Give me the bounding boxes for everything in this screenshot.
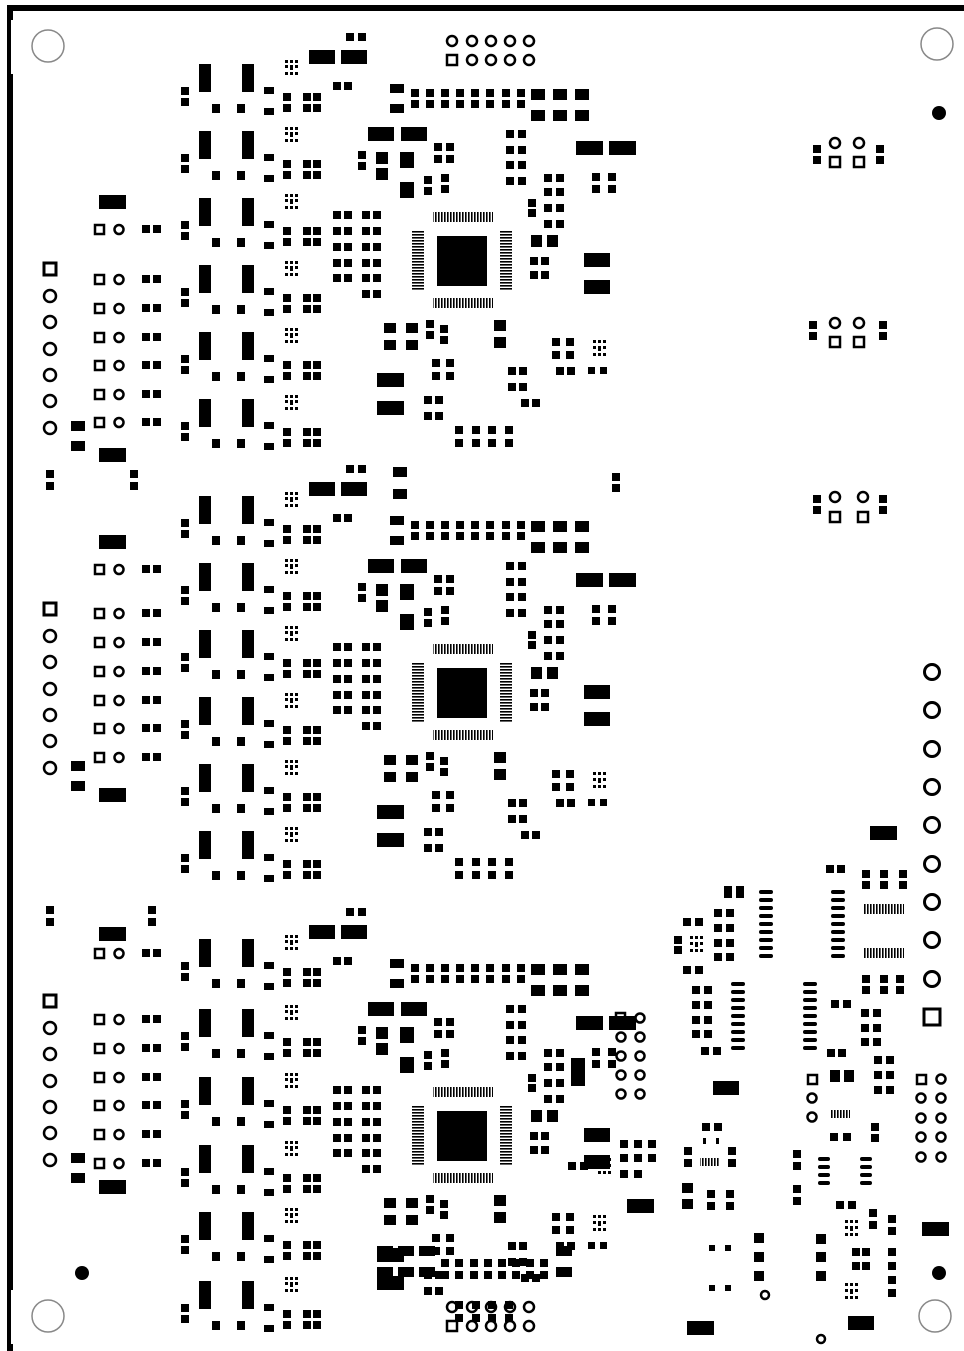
left-7pin-connector-1 bbox=[42, 193, 163, 490]
mounting-hole-top-left bbox=[31, 29, 65, 63]
left-7pin-connector-3 bbox=[42, 925, 163, 1196]
top-2x5-header bbox=[445, 34, 536, 67]
mounting-hole-top-right bbox=[920, 27, 954, 61]
board-outline bbox=[7, 5, 964, 1351]
channel-2 bbox=[181, 465, 636, 882]
mounting-hole-bottom-right bbox=[918, 1299, 952, 1333]
left-7pin-connector-2 bbox=[42, 533, 163, 804]
right-upper-pins bbox=[809, 136, 887, 524]
fiducial-bottom-right bbox=[932, 1266, 946, 1280]
fiducial-bottom-left bbox=[75, 1266, 89, 1280]
qfp-1 bbox=[412, 212, 512, 308]
driver-column-1 bbox=[181, 60, 321, 450]
qfp-2 bbox=[412, 644, 512, 740]
fiducial-top-right bbox=[932, 106, 946, 120]
right-10pin-connector bbox=[922, 663, 942, 1027]
driver-column-2 bbox=[181, 492, 321, 882]
dual-3x2-header-middle bbox=[614, 1011, 646, 1100]
power-section bbox=[627, 826, 949, 1335]
bottom-2x5-header bbox=[445, 1300, 536, 1333]
fiducials bbox=[75, 106, 946, 1280]
qfp-3 bbox=[412, 1087, 512, 1183]
mounting-hole-bottom-left bbox=[31, 1299, 65, 1333]
channel-1 bbox=[42, 33, 636, 499]
driver-column-3 bbox=[181, 935, 321, 1332]
mounting-holes bbox=[31, 27, 954, 1333]
right-2x5-header bbox=[915, 1073, 947, 1163]
